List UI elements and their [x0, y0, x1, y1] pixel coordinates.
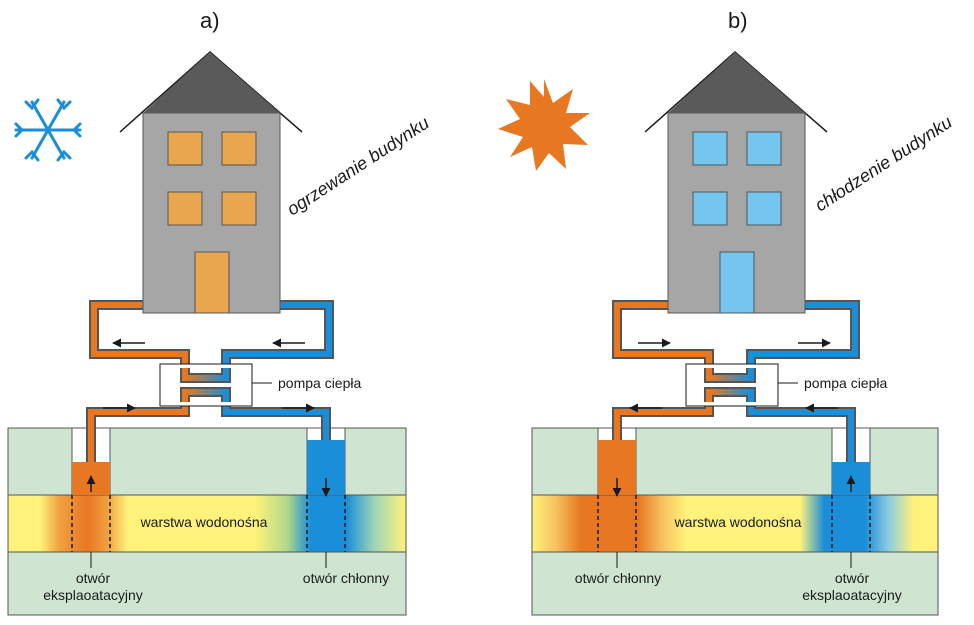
building-b	[644, 51, 828, 314]
aquifer-label: warstwa wodonośna	[140, 514, 268, 530]
right-well-label-line1: otwór	[835, 570, 870, 586]
aquifer-label: warstwa wodonośna	[674, 514, 802, 530]
aquifer-layer	[7, 494, 407, 553]
right-well-label-line2: eksplaoatacyjny	[802, 587, 902, 603]
mode-label: ogrzewanie budynku	[283, 113, 432, 220]
heat-pump-label: pompa ciepła	[278, 375, 361, 391]
heat-pump-label: pompa ciepła	[804, 375, 887, 391]
panel-a-letter: a)	[200, 8, 220, 33]
snowflake-icon	[14, 98, 82, 162]
left-well-label: otwór chłonny	[575, 570, 661, 586]
left-well-label-line1: otwór	[76, 570, 111, 586]
sun-icon	[498, 79, 590, 171]
building-a	[119, 51, 303, 314]
right-well-label: otwór chłonny	[303, 570, 389, 586]
heat-pump-box	[685, 363, 779, 407]
pipe-warm	[86, 300, 190, 462]
heat-pump-box	[159, 363, 253, 407]
mode-label: chłodzenie budynku	[811, 112, 955, 215]
panel-b-letter: b)	[728, 8, 748, 33]
left-well-label-line2: eksplaoatacyjny	[43, 587, 143, 603]
panel-a: a) warstwa wodonośna	[7, 8, 433, 616]
panel-b: b) warstwa wodonośna otwór chłonny otwór…	[498, 8, 956, 616]
